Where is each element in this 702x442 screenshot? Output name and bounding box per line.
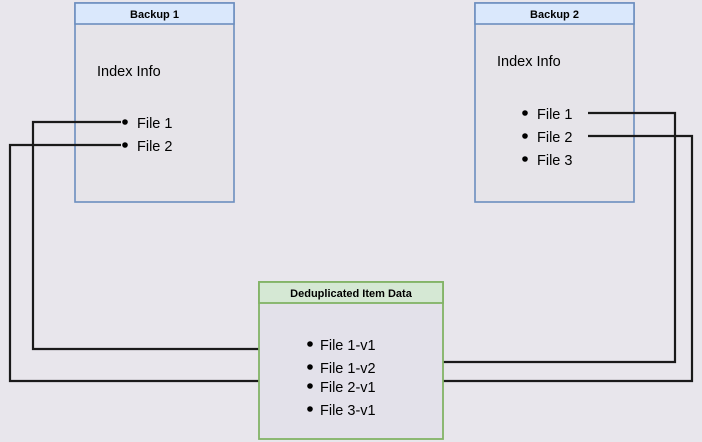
dedup-bullet-1 <box>307 364 313 370</box>
dedup-item-0: File 1-v1 <box>320 338 376 354</box>
dedup-box-header <box>258 281 444 304</box>
backup1-box-header <box>74 2 235 25</box>
dedup-item-1: File 1-v2 <box>320 361 376 377</box>
dedup-bullet-2 <box>307 383 313 389</box>
backup1-item-0: File 1 <box>137 116 172 132</box>
backup1-index-label: Index Info <box>97 64 161 80</box>
backup2-bullet-2 <box>522 156 528 162</box>
backup2-index-label: Index Info <box>497 54 561 70</box>
backup1-item-1: File 2 <box>137 139 172 155</box>
backup2-title: Backup 2 <box>530 9 579 21</box>
dedup-box-body <box>258 281 444 440</box>
backup2-bullet-1 <box>522 133 528 139</box>
backup1-bullet-1 <box>122 142 128 148</box>
backup2-item-0: File 1 <box>537 107 572 123</box>
dedup-bullet-3 <box>307 406 313 412</box>
dedup-item-3: File 3-v1 <box>320 403 376 419</box>
backup2-bullet-0 <box>522 110 528 116</box>
dedup-item-2: File 2-v1 <box>320 380 376 396</box>
backup2-box[interactable]: Backup 2 Index Info File 1 File 2 File 3 <box>474 2 635 203</box>
backup1-title: Backup 1 <box>130 9 179 21</box>
backup1-box-body <box>74 2 235 203</box>
backup1-bullet-0 <box>122 119 128 125</box>
backup2-item-2: File 3 <box>537 153 572 169</box>
backup2-box-header <box>474 2 635 25</box>
dedup-box[interactable]: Deduplicated Item Data File 1-v1 File 1-… <box>258 281 444 440</box>
dedup-title: Deduplicated Item Data <box>290 288 413 300</box>
backup2-item-1: File 2 <box>537 130 572 146</box>
backup1-box[interactable]: Backup 1 Index Info File 1 File 2 <box>74 2 235 203</box>
dedup-bullet-0 <box>307 341 313 347</box>
backup2-box-body <box>474 2 635 203</box>
